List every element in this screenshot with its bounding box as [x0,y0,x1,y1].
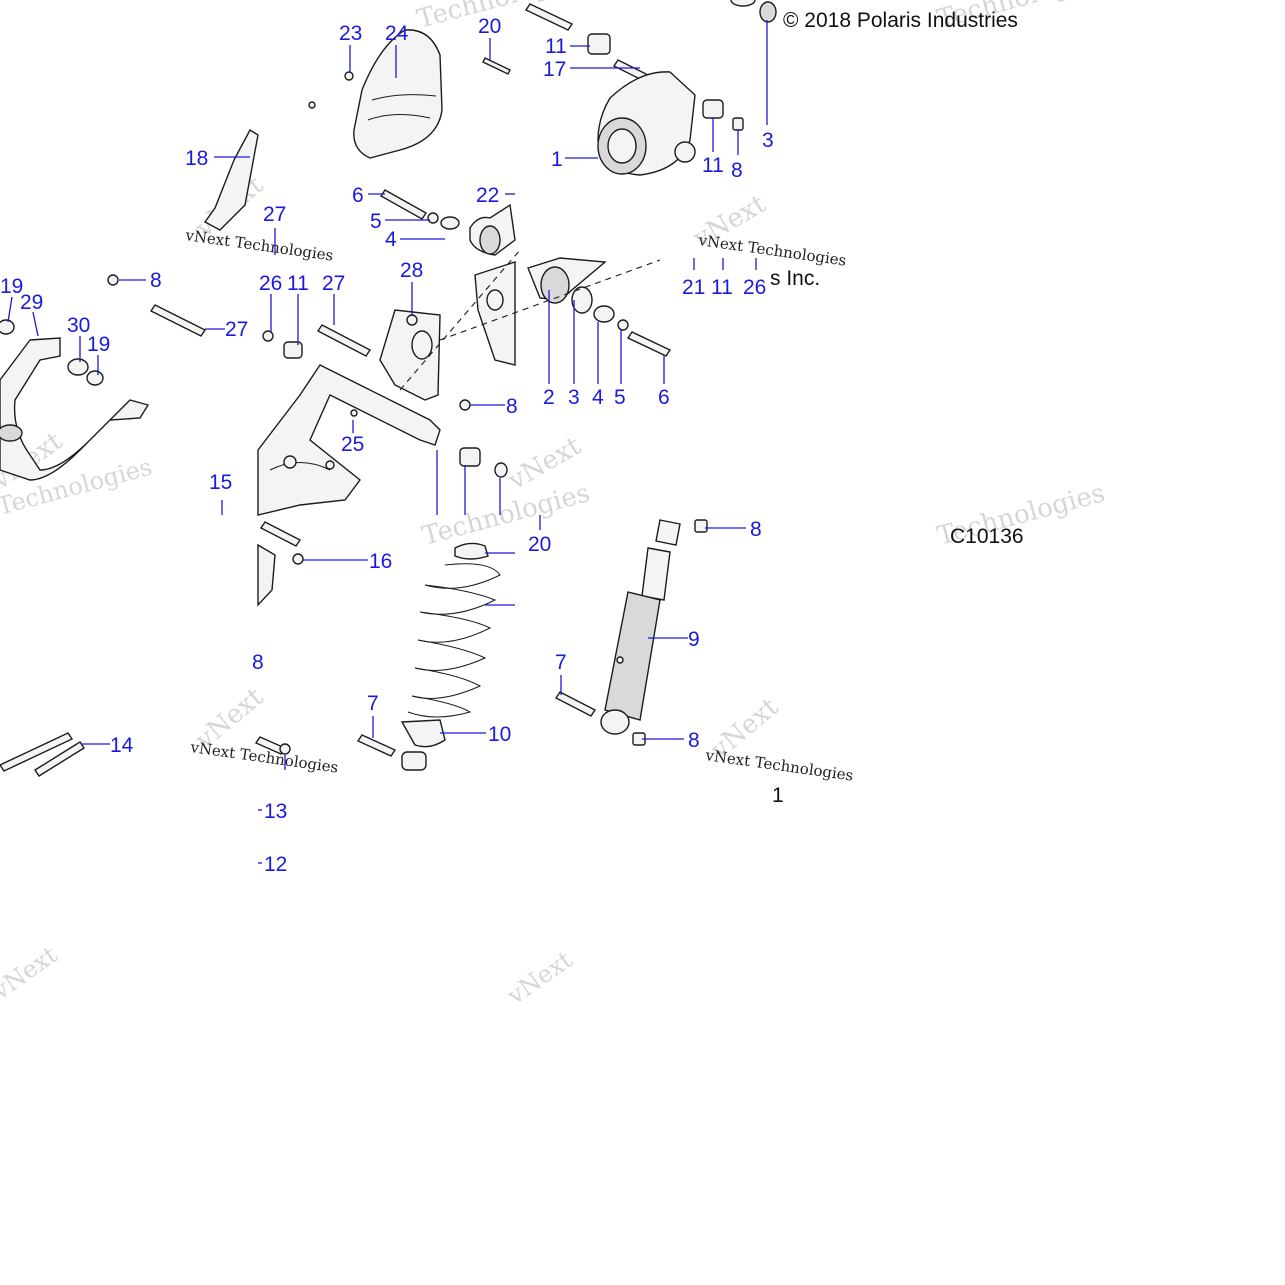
watermark-text: vNext [0,941,63,1006]
callout-label: 29 [20,291,43,314]
callout-label: 8 [150,269,162,292]
shock-absorber-part [600,519,681,735]
callout-label: 23 [339,22,362,45]
callout-label: 11 [711,276,733,299]
watermark-caption: vNext Technologies [183,226,334,265]
callout-label: 20 [528,533,551,556]
callout-label: 21 [682,276,705,299]
lower-a-arm-part [0,337,150,481]
callout-label: 8 [688,729,700,752]
callout-label: 18 [185,147,208,170]
callout-label: 7 [367,692,379,715]
callout-label: 8 [731,159,743,182]
callout-label: 10 [488,723,511,746]
trailing-arm-part [257,364,441,516]
callout-label: 1 [772,784,784,807]
callout-label: 22 [476,184,499,207]
callout-label: 11 [702,154,724,177]
callout-label: 14 [110,734,134,757]
callout-label: 11 [287,272,309,295]
callout-label: 16 [369,550,392,573]
callout-label: 30 [67,314,90,337]
callout-label: 26 [259,272,282,295]
callout-label: 12 [264,853,287,876]
diagram-code: C10136 [950,525,1024,548]
callout-label: 24 [385,22,409,45]
callout-label: 11 [545,35,567,58]
callout-label: 27 [225,318,248,341]
callout-label: 9 [688,628,700,651]
callout-label: 5 [370,210,382,233]
callout-label: 26 [743,276,766,299]
callout-label: 15 [209,471,232,494]
callout-label: 3 [762,129,774,152]
leader-lines [7,20,768,864]
callout-label: 19 [87,333,110,356]
callout-label: 4 [592,386,604,409]
callout-label: 25 [341,433,364,456]
coil-spring-part [407,563,501,718]
callout-label: 6 [352,184,364,207]
watermark-text: Technologies [419,478,593,552]
callout-label: 6 [658,386,670,409]
callout-label: 3 [568,386,580,409]
copyright-text: © 2018 Polaris Industries [783,9,1018,32]
upper-arm-part [203,129,259,231]
callout-label: 17 [543,58,566,81]
guard-plate-part [353,29,443,159]
callout-label: 5 [614,386,626,409]
callout-label: 8 [252,651,264,674]
callout-label: 13 [264,800,287,823]
callout-label: 1 [551,148,563,171]
callout-label: 7 [555,651,567,674]
callout-label: 8 [750,518,762,541]
callout-label: 4 [385,228,397,251]
callout-label: 2 [543,386,555,409]
watermark-text: vNext [502,946,578,1011]
callout-label: 8 [506,395,518,418]
callout-label: 27 [322,272,345,295]
callout-label: 20 [478,15,501,38]
parts [0,0,777,777]
callout-label: 27 [263,203,286,226]
copyright-fragment: s Inc. [770,267,820,290]
watermark-caption: vNext Technologies [696,231,847,270]
watermark-caption: vNext Technologies [703,746,854,785]
callout-label: 19 [0,275,23,298]
callout-label: 28 [400,259,423,282]
callout-numbers: 23 24 20 11 17 1 11 8 3 18 6 22 5 4 27 2… [0,15,784,876]
